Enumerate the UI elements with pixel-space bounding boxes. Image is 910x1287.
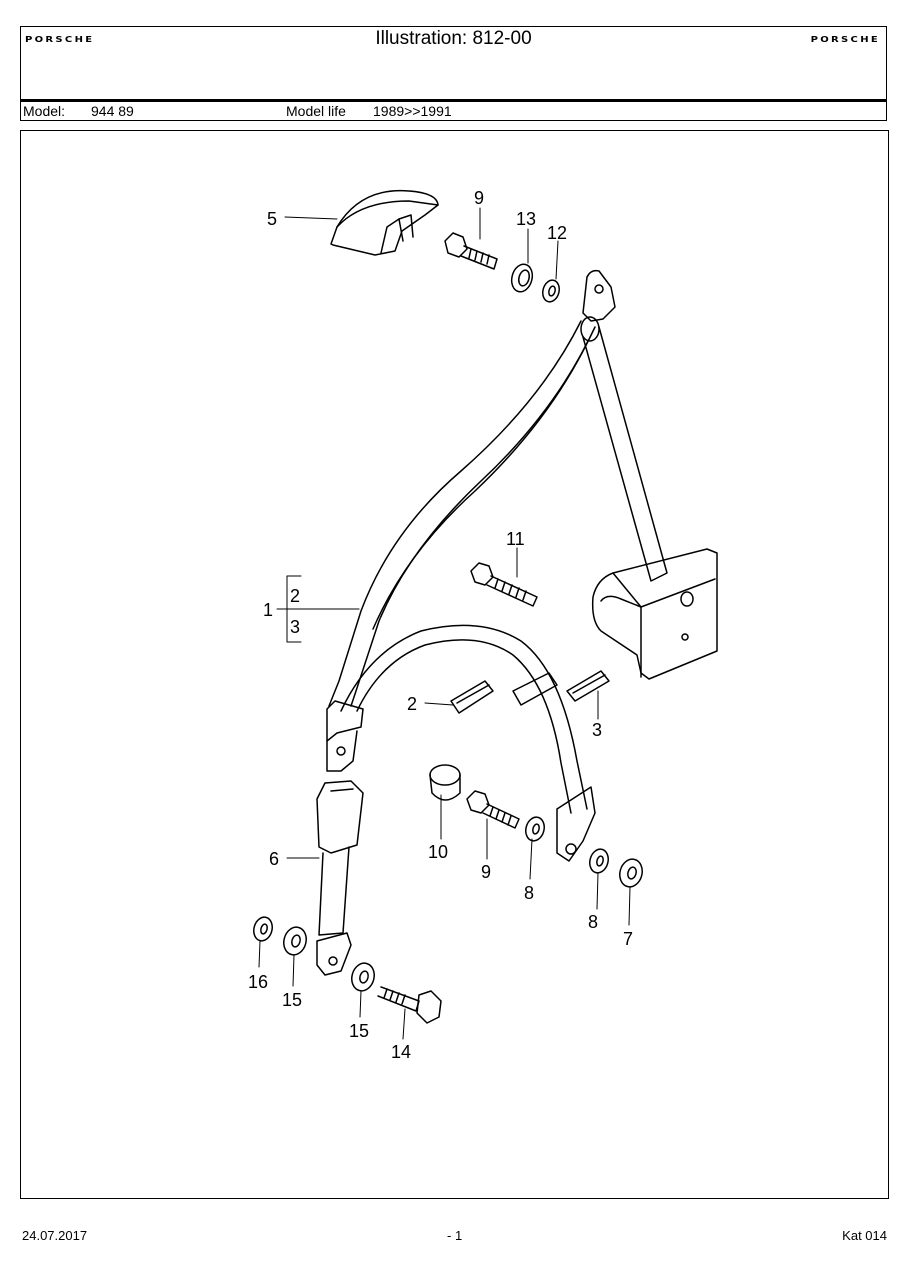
washer-part-16 [253,916,273,942]
retractor-housing [591,548,718,680]
washer-part-8a [525,816,545,842]
callout-1: 1 [263,600,273,620]
trim-cover-part [330,189,439,256]
illustration-panel: 5 9 13 12 11 1 2 3 2 3 6 10 9 8 8 7 16 1… [20,130,889,1199]
washer-part-8b [589,848,609,874]
leader-lines [258,207,631,1040]
callout-5: 5 [267,209,277,229]
callout-10: 10 [428,842,448,862]
callout-8-right: 8 [588,912,598,932]
footer-date: 24.07.2017 [22,1228,88,1243]
callout-13: 13 [516,209,536,229]
callout-16: 16 [248,972,268,992]
callout-3: 3 [592,720,602,740]
callout-7: 7 [623,929,633,949]
callout-3-bracket: 3 [290,617,300,637]
bolt-part-upper [444,232,498,270]
bushing-part [429,764,461,801]
washer-part-upper [542,279,560,303]
model-label: Model: [23,103,66,119]
upper-anchor [580,269,616,342]
washer-part-15a [283,926,307,956]
callout-14: 14 [391,1042,411,1062]
header-divider [21,99,886,102]
callout-15-right: 15 [349,1021,369,1041]
page-header: PORSCHE Illustration: 812-00 PORSCHE Mod… [20,26,887,121]
model-value: 944 89 [91,103,134,119]
shoulder-belt [328,320,668,707]
spacer-part [510,263,534,293]
parts-illustration: 5 9 13 12 11 1 2 3 2 3 6 10 9 8 8 7 16 1… [248,188,718,1062]
model-life-value: 1989>>1991 [373,103,452,119]
bolt-part-14 [377,986,442,1024]
washer-part-7 [619,858,643,888]
brand-logo-left: PORSCHE [25,36,95,45]
model-life-label: Model life [286,103,346,119]
page-title: Illustration: 812-00 [375,28,532,49]
callout-11: 11 [506,529,525,549]
bolt-part-lower [466,790,520,829]
callout-2: 2 [407,694,417,714]
clip-part-2 [450,680,494,714]
bolt-part-11 [470,562,538,607]
callout-9-lower: 9 [481,862,491,882]
callout-labels: 5 9 13 12 11 1 2 3 2 3 6 10 9 8 8 7 16 1… [248,188,633,1062]
callout-6: 6 [269,849,279,869]
brand-logo-right: PORSCHE [810,36,880,45]
clip-part-3 [566,670,610,702]
callout-12: 12 [547,223,567,243]
footer-page-number: - 1 [447,1228,463,1243]
callout-8-left: 8 [524,883,534,903]
washer-part-15b [351,962,375,992]
callout-2-bracket: 2 [290,586,300,606]
callout-15-left: 15 [282,990,302,1010]
footer-catalog: Kat 014 [842,1228,887,1243]
callout-9-upper: 9 [474,188,484,208]
lap-belt [326,624,596,862]
buckle-part [316,780,364,976]
model-row: Model: 944 89 Model life 1989>>1991 [21,102,886,120]
